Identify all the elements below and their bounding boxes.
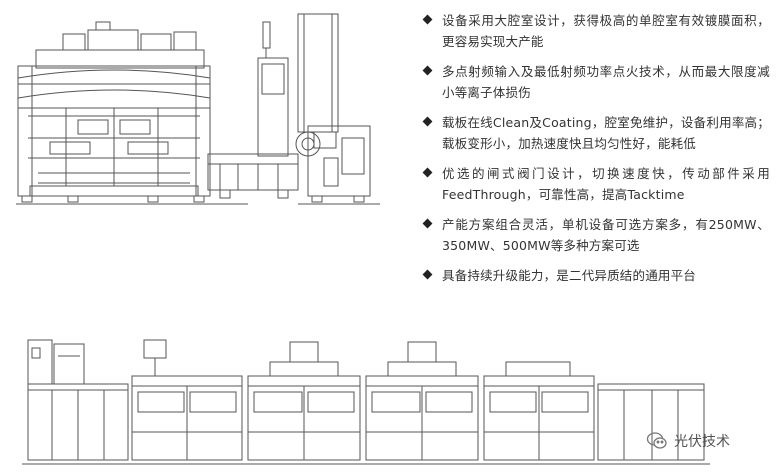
- feature-text: 具备持续升级能力，是二代异质结的通用平台: [442, 268, 697, 283]
- feature-text: 设备采用大腔室设计，获得极高的单腔室有效镀膜面积，更容易实现大产能: [442, 13, 770, 49]
- watermark-label: 光伏技术: [674, 434, 730, 450]
- feature-item: 多点射频输入及最低射频功率点火技术，从而最大限度减小等离子体损伤: [418, 61, 770, 103]
- diamond-bullet-icon: [422, 269, 433, 280]
- diamond-bullet-icon: [422, 167, 433, 178]
- diamond-bullet-icon: [422, 116, 433, 127]
- feature-item: 具备持续升级能力，是二代异质结的通用平台: [418, 265, 770, 286]
- feature-item: 载板在线Clean及Coating，腔室免维护，设备利用率高；载板变形小，加热速…: [418, 112, 770, 154]
- watermark: 光伏技术: [646, 430, 730, 452]
- wechat-icon: [646, 431, 668, 451]
- production-line-drawing: [22, 336, 710, 468]
- feature-text: 载板在线Clean及Coating，腔室免维护，设备利用率高；载板变形小，加热速…: [442, 115, 770, 151]
- feature-text: 产能方案组合灵活，单机设备可选方案多，有250MW、350MW、500MW等多种…: [442, 217, 770, 253]
- diamond-bullet-icon: [422, 14, 433, 25]
- feature-item: 产能方案组合灵活，单机设备可选方案多，有250MW、350MW、500MW等多种…: [418, 214, 770, 256]
- chamber-machine-drawing: [8, 8, 392, 214]
- diamond-bullet-icon: [422, 65, 433, 76]
- feature-text: 优选的闸式阀门设计，切换速度快，传动部件采用FeedThrough，可靠性高，提…: [442, 166, 770, 202]
- feature-list: 设备采用大腔室设计，获得极高的单腔室有效镀膜面积，更容易实现大产能 多点射频输入…: [418, 10, 770, 295]
- feature-text: 多点射频输入及最低射频功率点火技术，从而最大限度减小等离子体损伤: [442, 64, 770, 100]
- diamond-bullet-icon: [422, 218, 433, 229]
- feature-item: 优选的闸式阀门设计，切换速度快，传动部件采用FeedThrough，可靠性高，提…: [418, 163, 770, 205]
- feature-item: 设备采用大腔室设计，获得极高的单腔室有效镀膜面积，更容易实现大产能: [418, 10, 770, 52]
